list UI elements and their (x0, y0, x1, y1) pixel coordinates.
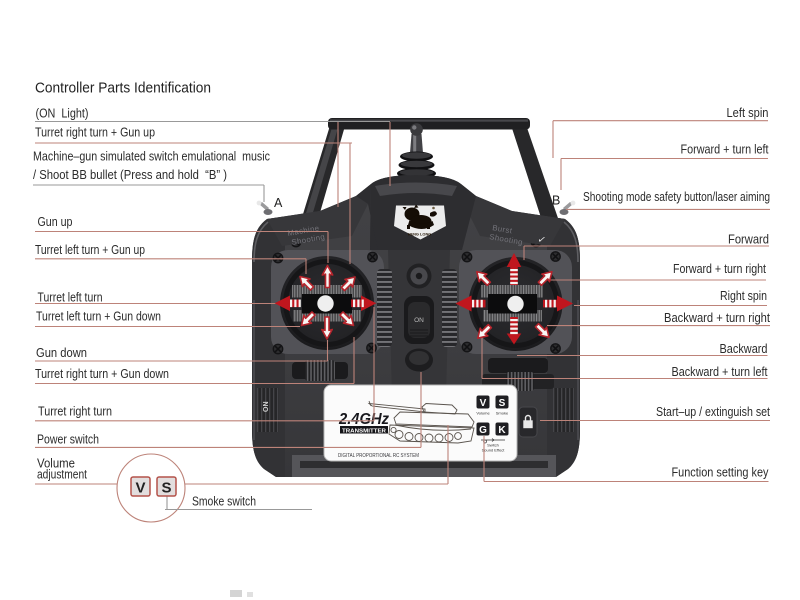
svg-text:ON: ON (414, 317, 424, 324)
svg-text:S: S (499, 398, 506, 409)
svg-text:Backward + turn right: Backward + turn right (664, 311, 770, 325)
svg-text:Smoke switch: Smoke switch (192, 495, 256, 509)
svg-text:✓: ✓ (536, 234, 546, 247)
svg-text:Forward + turn right: Forward + turn right (673, 262, 766, 276)
svg-text:2.4GHz: 2.4GHz (338, 411, 389, 428)
svg-text:K: K (498, 425, 506, 436)
svg-text:Volume: Volume (476, 411, 490, 416)
svg-text:Backward + turn left: Backward + turn left (672, 365, 768, 379)
svg-text:Start–up / extinguish set: Start–up / extinguish set (656, 405, 770, 419)
svg-text:DIGITAL PROPORTIONAL RC SYSTEM: DIGITAL PROPORTIONAL RC SYSTEM (338, 453, 419, 459)
svg-text:Gun down: Gun down (36, 346, 87, 360)
svg-text:Sound Effect: Sound Effect (482, 448, 506, 453)
svg-text:HENG LONG: HENG LONG (408, 232, 432, 237)
svg-text:ON: ON (263, 402, 270, 413)
svg-text:Switch: Switch (487, 443, 499, 448)
svg-text:Forward: Forward (728, 233, 769, 247)
svg-text:Backward: Backward (720, 342, 768, 356)
svg-text:G: G (479, 425, 487, 436)
svg-text:Machine–gun simulated switch e: Machine–gun simulated switch emulational… (33, 150, 270, 164)
svg-text:Turret right turn + Gun up: Turret right turn + Gun up (35, 126, 155, 140)
svg-text:Volume: Volume (37, 457, 75, 471)
svg-text:V: V (480, 398, 487, 409)
svg-text:TRANSMITTER: TRANSMITTER (342, 428, 386, 434)
svg-text:Power switch: Power switch (37, 433, 99, 447)
svg-text:A: A (274, 196, 283, 210)
svg-text:Gun up: Gun up (38, 215, 73, 229)
svg-text:Left spin: Left spin (727, 106, 769, 120)
svg-text:Controller Parts Identificatio: Controller Parts Identification (35, 80, 211, 97)
svg-text:(ON Light): (ON Light) (36, 107, 89, 121)
svg-text:Burst: Burst (492, 223, 514, 235)
svg-text:Right spin: Right spin (720, 289, 767, 303)
svg-text:Turret left turn + Gun down: Turret left turn + Gun down (36, 310, 161, 324)
svg-text:Shooting mode safety button/la: Shooting mode safety button/laser aiming (583, 190, 770, 204)
svg-text:V: V (135, 480, 145, 497)
svg-text:adjustment: adjustment (37, 468, 87, 482)
svg-text:Forward + turn left: Forward + turn left (681, 143, 769, 157)
svg-text:B: B (552, 194, 560, 208)
svg-text:/ Shoot BB bullet (Press and h: / Shoot BB bullet (Press and hold “B” ) (33, 168, 227, 182)
svg-text:Turret right turn + Gun down: Turret right turn + Gun down (35, 367, 169, 381)
svg-text:Turret right turn: Turret right turn (38, 405, 112, 419)
svg-text:Function setting key: Function setting key (672, 466, 770, 480)
svg-text:Smoke: Smoke (496, 411, 509, 416)
svg-text:Turret left turn: Turret left turn (38, 291, 103, 305)
svg-text:Turret left turn + Gun up: Turret left turn + Gun up (35, 243, 145, 257)
svg-text:S: S (161, 480, 171, 497)
